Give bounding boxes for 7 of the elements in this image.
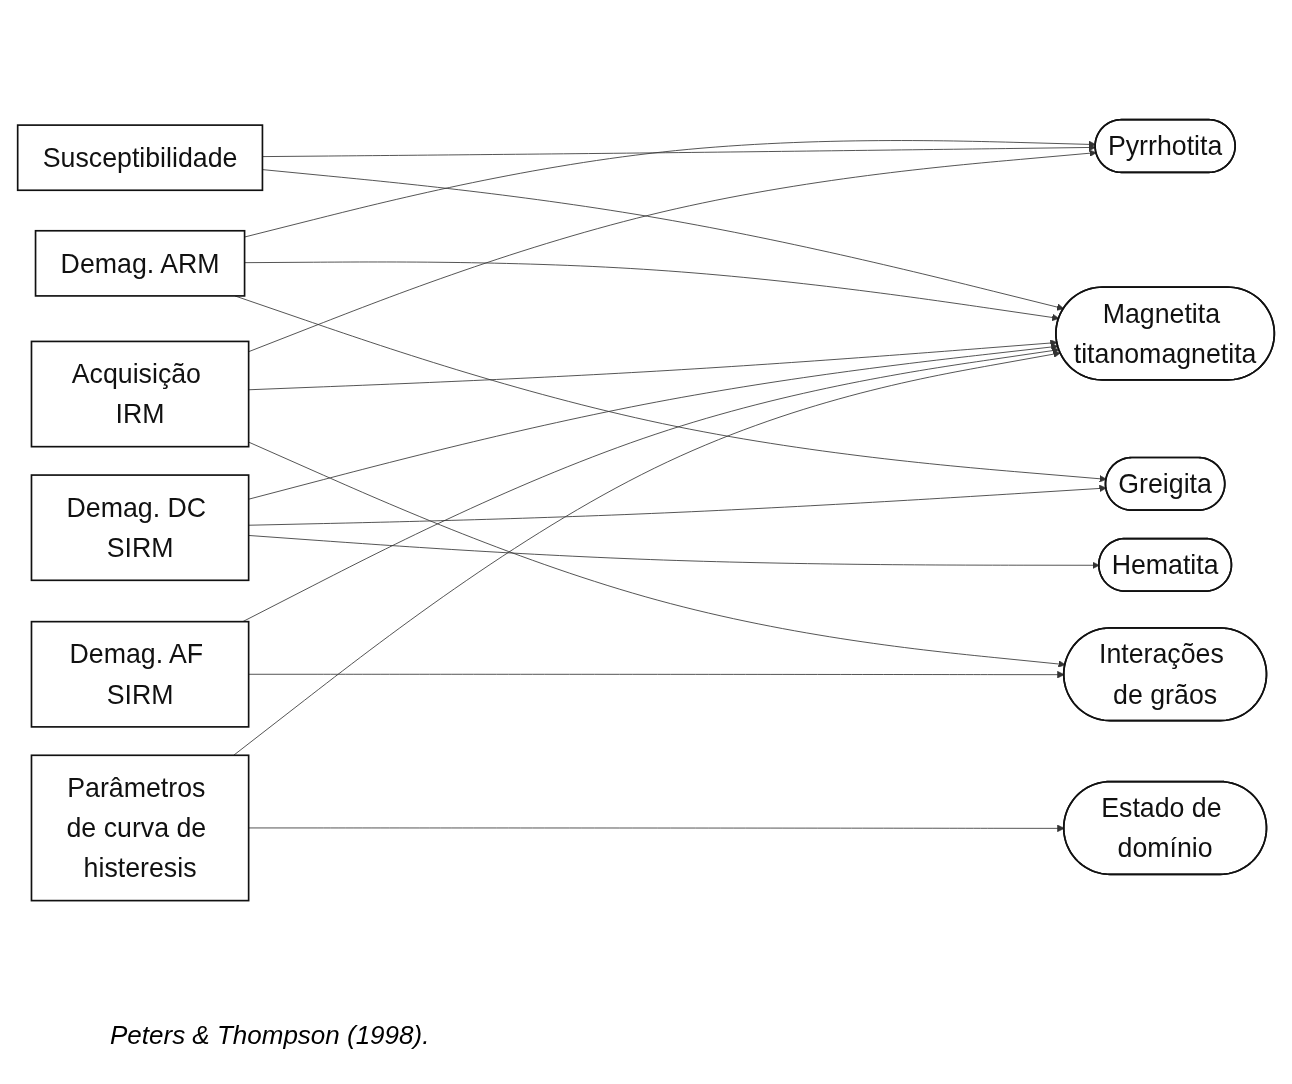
node-box: Acquisição IRM [30,340,250,448]
citation-caption: Peters & Thompson (1998). [110,1020,431,1051]
node-box: Susceptibilidade [16,124,264,191]
node-box: Parâmetros de curva de histeresis [30,754,250,902]
node-box: Demag. ARM [34,229,246,297]
node-box: Demag. AF SIRM [30,620,250,728]
node-box: Demag. DC SIRM [30,474,250,581]
